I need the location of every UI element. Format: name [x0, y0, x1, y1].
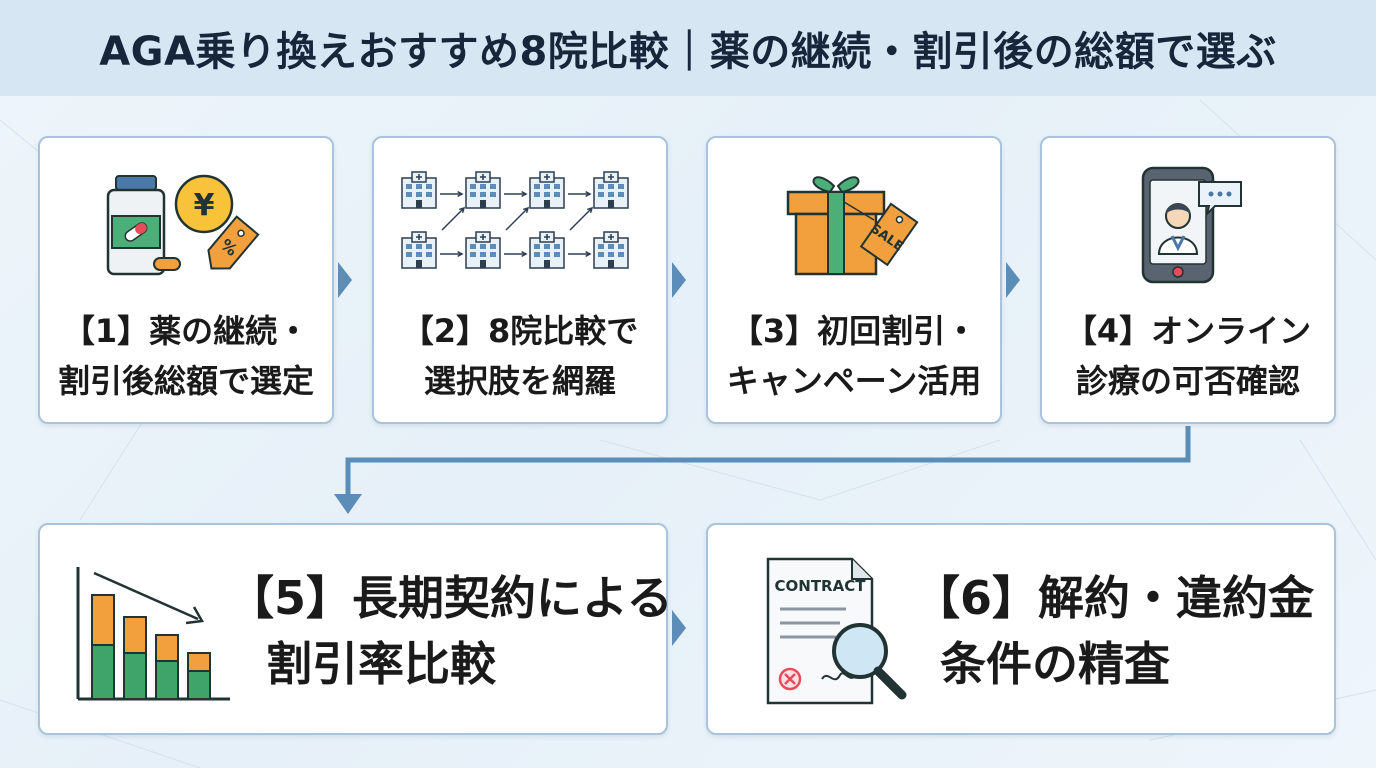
medicine-price-icon: ¥ % — [106, 174, 260, 276]
online-doctor-icon — [1141, 166, 1242, 284]
clinic-diagonal-arrow — [441, 207, 465, 231]
step-card-1: ¥ % 【1】薬の継続・割引後総額で選定 — [38, 136, 334, 424]
clinic-diagonal-arrow — [505, 207, 529, 231]
bar-chart-down-icon — [76, 567, 230, 701]
page-title: AGA乗り換えおすすめ8院比較｜薬の継続・割引後の総額で選ぶ — [99, 29, 1277, 75]
contract-doc-text: CONTRACT — [775, 577, 867, 595]
clinic-diagonal-arrow — [569, 207, 593, 231]
step-card-2: 【2】8院比較で選択肢を網羅 — [372, 136, 668, 424]
step-card-5: 【5】長期契約による 割引率比較 — [38, 523, 673, 735]
step-label-2: 【2】8院比較で選択肢を網羅 — [401, 312, 639, 400]
step-card-6: CONTRACT 【6】解約・違約金 条件の精査 — [706, 523, 1336, 735]
step-label-6: 【6】解約・違約金 条件の精査 — [914, 571, 1315, 691]
contract-magnifier-icon: CONTRACT — [766, 557, 907, 705]
clinic-network-icon — [401, 171, 629, 269]
step-label-1: 【1】薬の継続・割引後総額で選定 — [57, 312, 314, 400]
gift-sale-icon: SALE — [786, 176, 919, 276]
step-label-4: 【4】オンライン診療の可否確認 — [1064, 312, 1312, 400]
svg-text:¥: ¥ — [194, 188, 215, 223]
step-card-4: 【4】オンライン診療の可否確認 — [1040, 136, 1336, 424]
header-bar: AGA乗り換えおすすめ8院比較｜薬の継続・割引後の総額で選ぶ — [0, 0, 1376, 96]
step-label-5: 【5】長期契約による 割引率比較 — [228, 571, 673, 691]
step-card-3: SALE 【3】初回割引・キャンペーン活用 — [706, 136, 1002, 424]
step-label-3: 【3】初回割引・キャンペーン活用 — [726, 312, 982, 400]
